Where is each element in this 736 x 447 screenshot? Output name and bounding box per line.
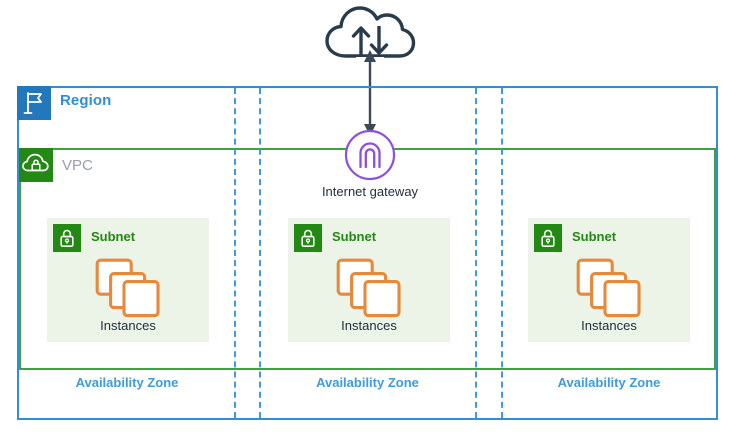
availability-zone-label-2: Availability Zone	[316, 375, 419, 390]
subnet-label: Subnet	[332, 229, 377, 244]
subnet-lock-icon	[534, 224, 562, 252]
region-label: Region	[60, 92, 112, 109]
instances-label: Instances	[581, 318, 637, 333]
az-divider-1b	[259, 88, 261, 418]
internet-gateway-icon	[344, 129, 396, 181]
instances-label: Instances	[100, 318, 156, 333]
region-boundary	[17, 86, 718, 420]
internet-gateway-label: Internet gateway	[321, 184, 419, 199]
subnet-3: Subnet Instances	[528, 218, 690, 342]
az-divider-2a	[475, 88, 477, 418]
subnet-label: Subnet	[572, 229, 617, 244]
availability-zone-label-3: Availability Zone	[557, 375, 661, 390]
ec2-instances-stack-icon	[576, 258, 648, 318]
subnet-label: Subnet	[91, 229, 136, 244]
az-divider-2b	[501, 88, 503, 418]
instances-label: Instances	[341, 318, 397, 333]
subnet-lock-icon	[294, 224, 322, 252]
availability-zone-label-1: Availability Zone	[75, 375, 179, 390]
region-flag-icon	[17, 86, 51, 120]
az-divider-1a	[234, 88, 236, 418]
subnet-2: Subnet Instances	[288, 218, 450, 342]
ec2-instances-stack-icon	[336, 258, 408, 318]
vpc-cloud-lock-icon	[19, 148, 53, 182]
subnet-lock-icon	[53, 224, 81, 252]
subnet-1: Subnet Instances	[47, 218, 209, 342]
vpc-label: VPC	[62, 157, 93, 174]
ec2-instances-stack-icon	[95, 258, 167, 318]
